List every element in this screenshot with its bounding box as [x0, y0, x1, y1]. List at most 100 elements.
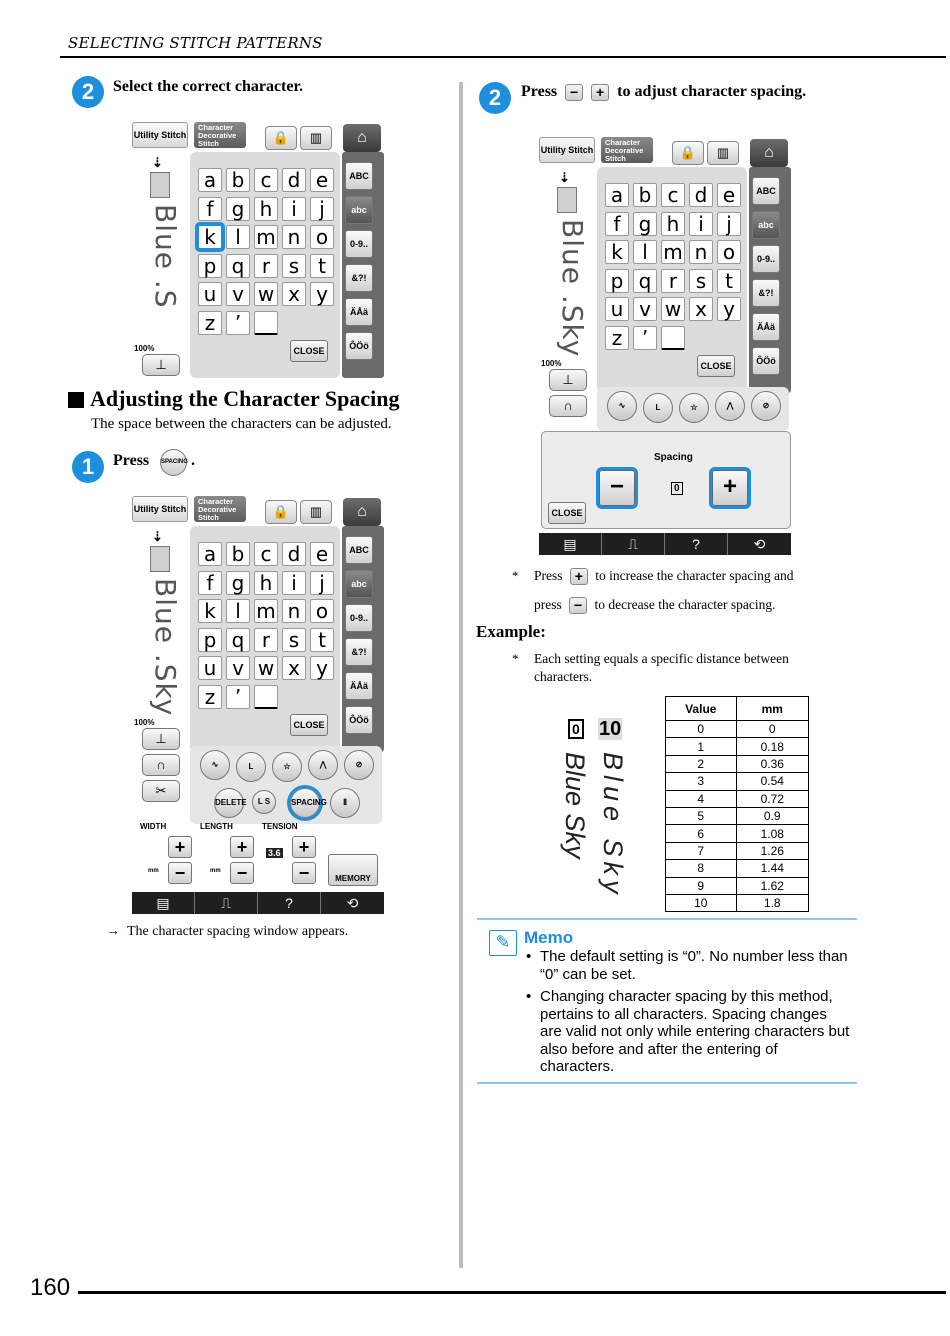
mode-button[interactable]: ABC: [345, 162, 373, 190]
key-y[interactable]: y: [717, 297, 741, 321]
mirror-icon[interactable]: ∿: [200, 750, 230, 780]
key-d[interactable]: d: [282, 542, 306, 566]
key-z[interactable]: z: [605, 325, 629, 350]
memory-button[interactable]: MEMORY: [328, 854, 378, 886]
home-icon[interactable]: ⌂: [343, 498, 381, 526]
key-p[interactable]: p: [605, 268, 629, 293]
mode-button[interactable]: ÔÖö: [345, 332, 373, 360]
key-i[interactable]: i: [282, 196, 306, 221]
settings-icon[interactable]: ⟲: [346, 895, 359, 911]
sewing-machine-icon[interactable]: ⎍: [195, 892, 258, 914]
tension-plus-button[interactable]: +: [292, 836, 316, 858]
key-d[interactable]: d: [282, 168, 306, 192]
tab-character-stitch[interactable]: Character Decorative Stitch: [194, 122, 246, 148]
key-a[interactable]: a: [198, 168, 222, 192]
key-y[interactable]: y: [310, 656, 334, 680]
list-icon[interactable]: ▤: [132, 892, 195, 914]
key-space[interactable]: [254, 684, 278, 709]
key-w[interactable]: w: [254, 656, 278, 680]
key-v[interactable]: v: [226, 282, 250, 306]
key-f[interactable]: f: [198, 570, 222, 595]
tab-character-stitch[interactable]: Character Decorative Stitch: [601, 137, 653, 163]
key-e[interactable]: e: [310, 168, 334, 192]
spacing-minus-button[interactable]: −: [599, 470, 635, 506]
key-w[interactable]: w: [254, 282, 278, 306]
mode-button[interactable]: abc: [752, 211, 780, 239]
key-t[interactable]: t: [310, 253, 334, 278]
width-minus-button[interactable]: −: [168, 862, 192, 884]
length-plus-button[interactable]: +: [230, 836, 254, 858]
key-z[interactable]: z: [198, 310, 222, 335]
key-w[interactable]: w: [661, 297, 685, 321]
tab-utility-stitch[interactable]: Utility Stitch: [132, 122, 188, 148]
key-space[interactable]: [661, 325, 685, 350]
reverse-button[interactable]: ∩: [549, 395, 587, 417]
lock-icon[interactable]: 🔒: [265, 126, 297, 150]
mode-button[interactable]: ÄÅä: [752, 313, 780, 341]
key-t[interactable]: t: [717, 268, 741, 293]
key-g[interactable]: g: [226, 570, 250, 595]
tab-utility-stitch[interactable]: Utility Stitch: [539, 137, 595, 163]
key-t[interactable]: t: [310, 627, 334, 652]
key-v[interactable]: v: [633, 297, 657, 321]
key-g[interactable]: g: [226, 196, 250, 221]
flip-icon[interactable]: ⋀: [308, 750, 338, 780]
key-j[interactable]: j: [717, 211, 741, 236]
key-u[interactable]: u: [198, 282, 222, 306]
spacing-button[interactable]: SPACING: [290, 788, 327, 818]
mode-button[interactable]: abc: [345, 196, 373, 224]
key-x[interactable]: x: [282, 656, 306, 680]
key-apostrophe[interactable]: ’: [226, 310, 250, 335]
book-icon[interactable]: ▥: [707, 141, 739, 165]
stitch-type-icon[interactable]: L: [643, 393, 673, 423]
home-icon[interactable]: ⌂: [343, 124, 381, 152]
mode-button[interactable]: ÄÅä: [345, 672, 373, 700]
length-minus-button[interactable]: −: [230, 862, 254, 884]
mode-button[interactable]: 0-9..: [345, 604, 373, 632]
stitch-foot-button[interactable]: ⊥: [142, 728, 180, 750]
key-l[interactable]: l: [226, 225, 250, 249]
stitch-type-icon[interactable]: L: [236, 752, 266, 782]
key-r[interactable]: r: [254, 253, 278, 278]
settings-icon[interactable]: ⟲: [753, 536, 766, 552]
key-space[interactable]: [254, 310, 278, 335]
key-l[interactable]: l: [633, 240, 657, 264]
key-s[interactable]: s: [689, 268, 713, 293]
key-v[interactable]: v: [226, 656, 250, 680]
key-a[interactable]: a: [198, 542, 222, 566]
key-j[interactable]: j: [310, 570, 334, 595]
key-o[interactable]: o: [717, 240, 741, 264]
delete-button[interactable]: DELETE: [214, 788, 247, 818]
key-q[interactable]: q: [633, 268, 657, 293]
key-j[interactable]: j: [310, 196, 334, 221]
size-button[interactable]: L S: [252, 790, 276, 814]
mode-button[interactable]: &?!: [752, 279, 780, 307]
sewing-machine-icon[interactable]: ⎍: [602, 533, 665, 555]
key-r[interactable]: r: [254, 627, 278, 652]
key-f[interactable]: f: [198, 196, 222, 221]
key-apostrophe[interactable]: ’: [226, 684, 250, 709]
key-k[interactable]: k: [198, 599, 222, 623]
close-button[interactable]: CLOSE: [548, 502, 586, 524]
reverse-button[interactable]: ∩: [142, 754, 180, 776]
key-m[interactable]: m: [661, 240, 685, 264]
tab-character-stitch[interactable]: Character Decorative Stitch: [194, 496, 246, 522]
key-c[interactable]: c: [254, 168, 278, 192]
key-a[interactable]: a: [605, 183, 629, 207]
key-l[interactable]: l: [226, 599, 250, 623]
key-m[interactable]: m: [254, 225, 278, 249]
mirror-icon[interactable]: ∿: [607, 391, 637, 421]
key-d[interactable]: d: [689, 183, 713, 207]
close-button[interactable]: CLOSE: [290, 714, 328, 736]
spacing-plus-button[interactable]: +: [712, 470, 748, 506]
key-r[interactable]: r: [661, 268, 685, 293]
density-icon[interactable]: ☆: [679, 393, 709, 423]
key-f[interactable]: f: [605, 211, 629, 236]
key-o[interactable]: o: [310, 225, 334, 249]
list-icon[interactable]: ▤: [539, 533, 602, 555]
mode-button[interactable]: abc: [345, 570, 373, 598]
key-n[interactable]: n: [282, 599, 306, 623]
stitch-foot-button[interactable]: ⊥: [549, 369, 587, 391]
key-h[interactable]: h: [254, 570, 278, 595]
key-n[interactable]: n: [282, 225, 306, 249]
